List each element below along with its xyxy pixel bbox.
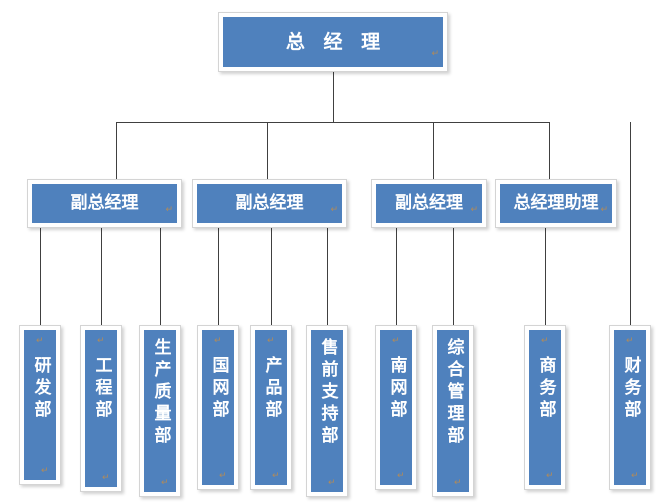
node-deputy-general-manager-2[interactable]: 副总经理 ↵ xyxy=(192,179,347,228)
node-fill: 综合管理部 ↵ xyxy=(437,330,469,492)
node-deputy-general-manager-3[interactable]: 副总经理 ↵ xyxy=(371,179,487,228)
connector-manager-4-to-dept-9 xyxy=(545,228,546,325)
connector-main-bus xyxy=(116,122,550,123)
node-label: 总 经 理 xyxy=(285,30,387,53)
node-label: 商务部 xyxy=(535,356,556,422)
node-fill: ↵ 财务部 ↵ xyxy=(614,330,646,485)
node-fill: ↵ 商务部 ↵ xyxy=(529,330,561,485)
connector-manager-1-to-dept-2 xyxy=(101,228,102,325)
node-general-manager-assistant[interactable]: 总经理助理 ↵ xyxy=(495,179,617,228)
return-mark-icon: ↵ xyxy=(267,336,275,346)
node-fill: ↵ 国网部 ↵ xyxy=(202,330,234,485)
return-mark-icon: ↵ xyxy=(328,478,336,488)
node-production-quality-department[interactable]: 生产质量部 ↵ xyxy=(139,325,181,497)
node-fill: 副总经理 ↵ xyxy=(376,184,482,223)
node-finance-department[interactable]: ↵ 财务部 ↵ xyxy=(609,325,651,490)
node-label: 综合管理部 xyxy=(443,338,464,448)
connector-bus-to-manager-4 xyxy=(549,122,550,179)
node-label: 总经理助理 xyxy=(513,193,599,214)
connector-bus-to-manager-1 xyxy=(116,122,117,179)
connector-root-stem xyxy=(333,72,334,122)
return-mark-icon: ↵ xyxy=(41,466,49,476)
return-mark-icon: ↵ xyxy=(600,205,608,215)
node-fill: 生产质量部 ↵ xyxy=(144,330,176,492)
node-label: 售前支持部 xyxy=(317,338,338,448)
connector-manager-2-to-dept-6 xyxy=(327,228,328,325)
node-fill: ↵ 研发部 ↵ xyxy=(24,330,56,480)
return-mark-icon: ↵ xyxy=(165,205,173,215)
node-product-department[interactable]: ↵ 产品部 ↵ xyxy=(250,325,292,490)
node-label: 国网部 xyxy=(208,356,229,422)
node-general-manager[interactable]: 总 经 理 ↵ xyxy=(218,12,448,72)
connector-manager-1-to-dept-3 xyxy=(160,228,161,325)
return-mark-icon: ↵ xyxy=(431,49,439,59)
node-label: 产品部 xyxy=(261,356,282,422)
return-mark-icon: ↵ xyxy=(272,471,280,481)
return-mark-icon: ↵ xyxy=(397,471,405,481)
connector-bus-to-manager-3 xyxy=(433,122,434,179)
connector-manager-1-to-dept-1 xyxy=(40,228,41,325)
return-mark-icon: ↵ xyxy=(97,336,105,346)
connector-bus-to-finance-dept xyxy=(630,122,631,325)
return-mark-icon: ↵ xyxy=(219,471,227,481)
node-label: 工程部 xyxy=(91,356,112,422)
node-fill: ↵ 南网部 ↵ xyxy=(380,330,412,485)
node-southern-grid-department[interactable]: ↵ 南网部 ↵ xyxy=(375,325,417,490)
node-fill: 副总经理 ↵ xyxy=(32,184,177,223)
node-label: 副总经理 xyxy=(395,193,463,214)
node-fill: 总 经 理 ↵ xyxy=(223,17,443,67)
node-rd-department[interactable]: ↵ 研发部 ↵ xyxy=(19,325,61,485)
node-label: 副总经理 xyxy=(70,193,139,214)
node-business-department[interactable]: ↵ 商务部 ↵ xyxy=(524,325,566,490)
node-fill: 总经理助理 ↵ xyxy=(500,184,612,223)
return-mark-icon: ↵ xyxy=(330,205,338,215)
return-mark-icon: ↵ xyxy=(454,478,462,488)
return-mark-icon: ↵ xyxy=(161,478,169,488)
node-fill: 副总经理 ↵ xyxy=(197,184,342,223)
connector-manager-2-to-dept-5 xyxy=(271,228,272,325)
node-presales-support-department[interactable]: 售前支持部 ↵ xyxy=(306,325,348,497)
node-label: 财务部 xyxy=(620,356,641,422)
return-mark-icon: ↵ xyxy=(631,471,639,481)
return-mark-icon: ↵ xyxy=(470,205,478,215)
return-mark-icon: ↵ xyxy=(392,336,400,346)
node-label: 副总经理 xyxy=(235,193,304,214)
node-state-grid-department[interactable]: ↵ 国网部 ↵ xyxy=(197,325,239,490)
node-general-management-department[interactable]: 综合管理部 ↵ xyxy=(432,325,474,497)
node-label: 南网部 xyxy=(386,356,407,422)
connector-manager-2-to-dept-4 xyxy=(218,228,219,325)
connector-manager-3-to-dept-7 xyxy=(396,228,397,325)
connector-manager-3-to-dept-8 xyxy=(453,228,454,325)
return-mark-icon: ↵ xyxy=(626,336,634,346)
return-mark-icon: ↵ xyxy=(541,336,549,346)
connector-bus-to-manager-2 xyxy=(267,122,268,179)
node-fill: 售前支持部 ↵ xyxy=(311,330,343,492)
node-fill: ↵ 产品部 ↵ xyxy=(255,330,287,485)
return-mark-icon: ↵ xyxy=(36,336,44,346)
node-label: 生产质量部 xyxy=(150,338,171,448)
return-mark-icon: ↵ xyxy=(546,471,554,481)
node-fill: ↵ 工程部 ↵ xyxy=(85,330,117,487)
return-mark-icon: ↵ xyxy=(102,473,110,483)
node-deputy-general-manager-1[interactable]: 副总经理 ↵ xyxy=(27,179,182,228)
return-mark-icon: ↵ xyxy=(214,336,222,346)
node-engineering-department[interactable]: ↵ 工程部 ↵ xyxy=(80,325,122,492)
node-label: 研发部 xyxy=(30,356,51,422)
